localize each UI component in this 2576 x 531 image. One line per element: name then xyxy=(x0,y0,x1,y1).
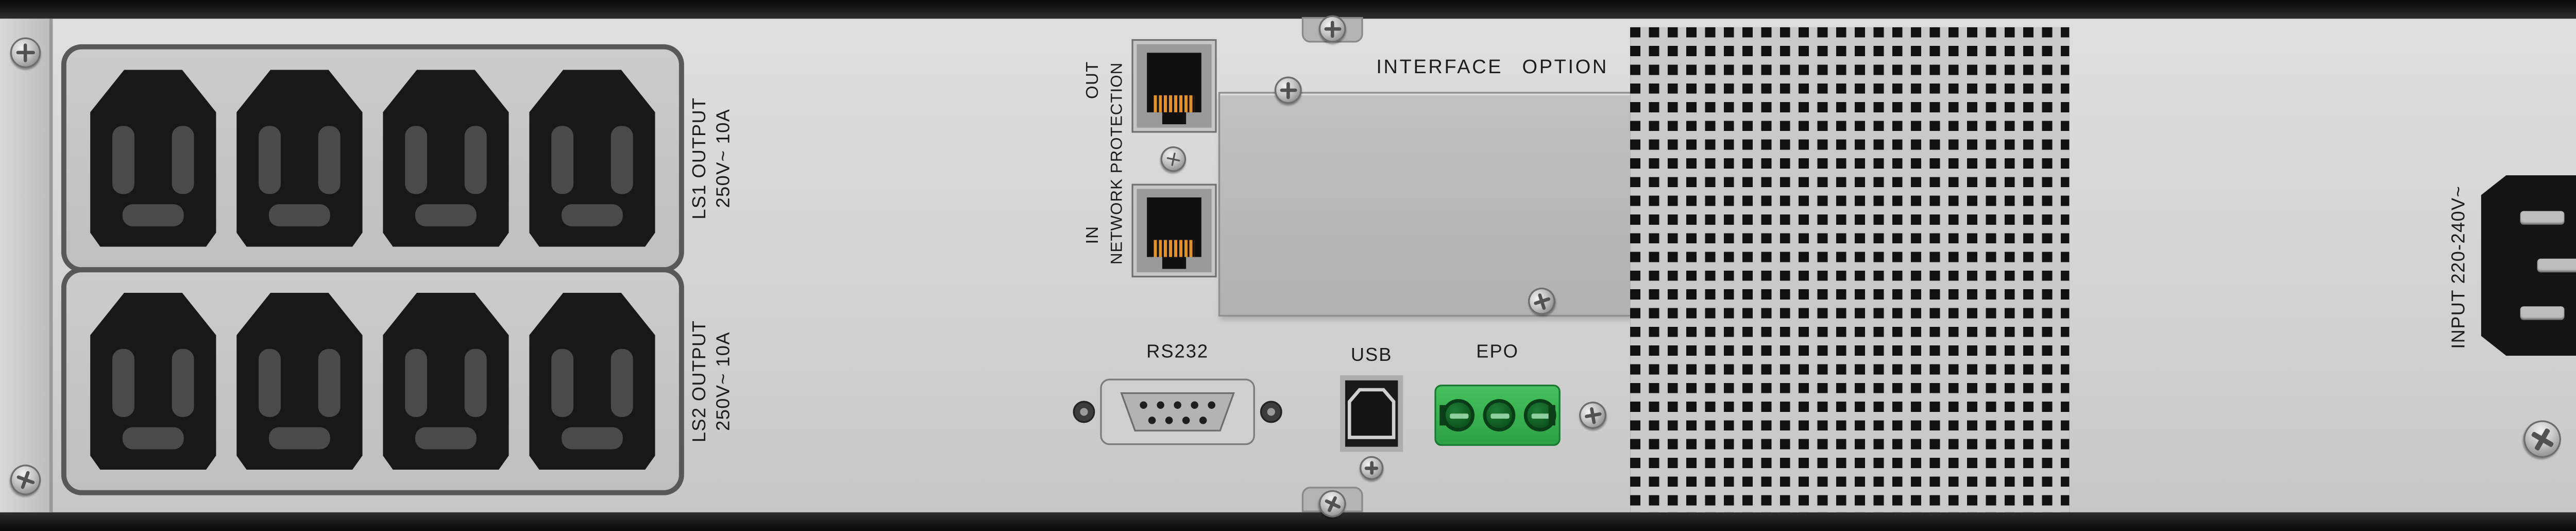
outlet-contact-slot xyxy=(551,349,574,417)
outlet-contact-slot xyxy=(405,126,428,194)
outlet-contact-slot xyxy=(464,349,487,417)
outlet-contact-slot xyxy=(259,349,281,417)
interface-option-label: INTERFACE OPTION xyxy=(1376,58,1608,78)
interface-option-cover-plate xyxy=(1218,92,1641,317)
outlet-contact-slot xyxy=(268,427,330,450)
outlet-contact-slot xyxy=(122,204,184,227)
output-bank-ls2 xyxy=(61,267,684,495)
rj45-port-in xyxy=(1133,185,1215,276)
ls2-output-rating: 250V~ 10A xyxy=(713,331,734,431)
outlet-contact-slot xyxy=(112,349,134,417)
usb-label: USB xyxy=(1350,345,1393,366)
outlet-contact-slot xyxy=(122,427,184,450)
outlet-contact-slot xyxy=(172,126,194,194)
usb-b-port xyxy=(1340,375,1403,452)
rj45-latch-notch xyxy=(1162,112,1187,124)
ls2-output-name: LS2 OUTPUT xyxy=(690,320,710,443)
output-bank-ls1 xyxy=(61,44,684,273)
chassis-bottom-edge xyxy=(0,512,2576,531)
iec-c13-outlet xyxy=(529,292,655,470)
outlet-contact-slot xyxy=(415,427,477,450)
rj45-contact-pins xyxy=(1154,95,1195,112)
iec-c13-outlet xyxy=(236,292,363,470)
epo-end-tab xyxy=(1548,405,1555,426)
rj45-latch-notch xyxy=(1162,257,1187,269)
rj45-contact-pins xyxy=(1154,240,1195,257)
outlet-contact-slot xyxy=(318,349,341,417)
rs232-label: RS232 xyxy=(1146,342,1209,363)
rs232-db9-connector xyxy=(1073,378,1282,445)
iec-c13-outlet xyxy=(529,70,655,247)
epo-screw-terminal xyxy=(1442,399,1475,432)
outlet-contact-slot xyxy=(561,204,623,227)
epo-label: EPO xyxy=(1476,342,1519,363)
screw-icon xyxy=(1360,456,1384,480)
iec-c14-inlet xyxy=(2481,175,2576,356)
iec-c13-outlet xyxy=(236,70,363,247)
iec-c13-outlet xyxy=(383,70,509,247)
outlet-contact-slot xyxy=(611,349,633,417)
outlet-contact-slot xyxy=(259,126,281,194)
ls2-output-label: LS2 OUTPUT 250V~ 10A xyxy=(690,320,736,442)
screw-icon xyxy=(10,37,41,69)
outlet-contact-slot xyxy=(611,126,633,194)
inlet-pin xyxy=(2520,211,2565,225)
network-protection-label: NETWORK PROTECTION xyxy=(1108,62,1127,265)
outlet-contact-slot xyxy=(112,126,134,194)
iec-c13-outlet xyxy=(90,70,216,247)
outlet-contact-slot xyxy=(464,126,487,194)
screw-icon xyxy=(1318,15,1346,43)
ventilation-grille xyxy=(1630,27,2070,512)
rack-ear-left xyxy=(0,19,53,512)
outlet-contact-slot xyxy=(551,126,574,194)
outlet-contact-slot xyxy=(268,204,330,227)
iec-c13-outlet xyxy=(383,292,509,470)
chassis-top-edge xyxy=(0,0,2576,19)
outlet-contact-slot xyxy=(172,349,194,417)
outlet-contact-slot xyxy=(405,349,428,417)
inlet-pin xyxy=(2537,258,2576,273)
iec-c13-outlet xyxy=(90,292,216,470)
rj45-port-out xyxy=(1133,41,1215,131)
ls1-output-name: LS1 OUTPUT xyxy=(690,97,710,220)
screw-icon xyxy=(1274,76,1302,104)
epo-screw-terminal xyxy=(1483,399,1516,432)
ls1-output-rating: 250V~ 10A xyxy=(713,108,734,208)
ls1-output-label: LS1 OUTPUT 250V~ 10A xyxy=(690,97,736,219)
outlet-contact-slot xyxy=(561,427,623,450)
outlet-contact-slot xyxy=(415,204,477,227)
network-in-label: IN xyxy=(1084,225,1104,244)
inlet-pin xyxy=(2520,306,2565,320)
network-out-label: OUT xyxy=(1084,61,1104,99)
rj45-opening xyxy=(1147,53,1201,112)
rj45-opening xyxy=(1147,197,1201,257)
outlet-contact-slot xyxy=(318,126,341,194)
epo-terminal-block xyxy=(1434,385,1561,446)
ac-input-label: INPUT 220-240V~ xyxy=(2449,185,2470,349)
